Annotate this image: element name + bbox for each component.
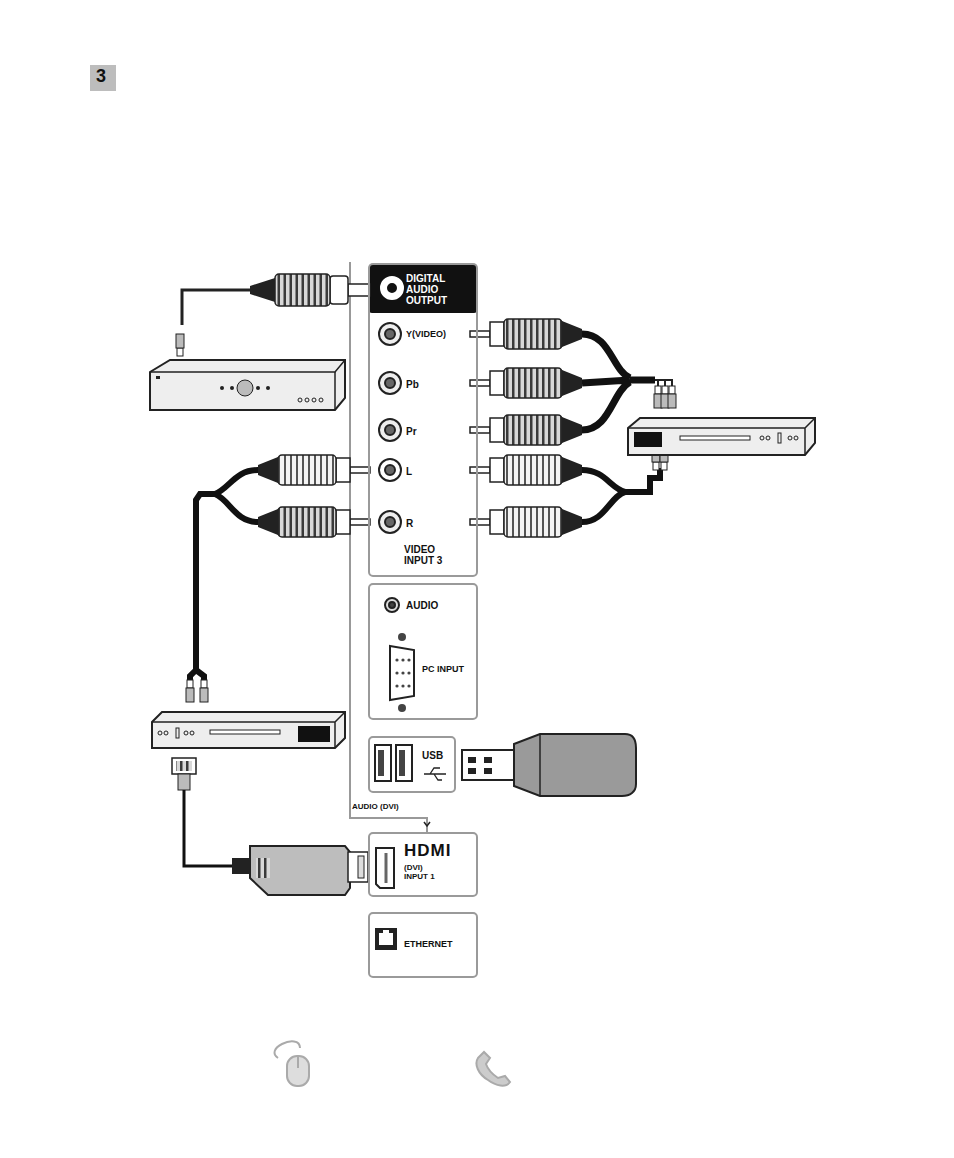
video-input-group: Y(VIDEO) PbPrL R VIDEO INPUT 3 DIGITAL AUDIO… (368, 263, 478, 577)
port-label: (DVI) INPUT 1 (404, 864, 448, 882)
pc-input-group: AUDIO PC INPUT (368, 583, 478, 720)
port-label: L (406, 466, 476, 477)
hdmi-logo: HDMI (404, 842, 478, 861)
port-label: AUDIO (406, 600, 476, 611)
digital-audio-box: DIGITAL AUDIO OUTPUT (370, 265, 480, 315)
port-label: ETHERNET (404, 940, 478, 950)
usb-group: USB (368, 736, 456, 793)
callout-number: 3 (96, 67, 116, 87)
input-heading: VIDEO INPUT 3 (404, 544, 452, 566)
hdmi-group: HDMI (DVI) INPUT 1 (368, 832, 478, 897)
port-label: Pr (406, 426, 476, 437)
output-heading: DIGITAL AUDIO OUTPUT (406, 273, 462, 306)
port-label: Pb (406, 379, 476, 390)
port-label: USB (422, 750, 456, 761)
port-label: Y(VIDEO) (406, 330, 476, 340)
port-label: PC INPUT (422, 665, 472, 675)
connector-label: AUDIO (DVI) (352, 803, 399, 812)
port-label: R (406, 518, 476, 529)
ethernet-group: ETHERNET (368, 912, 478, 978)
